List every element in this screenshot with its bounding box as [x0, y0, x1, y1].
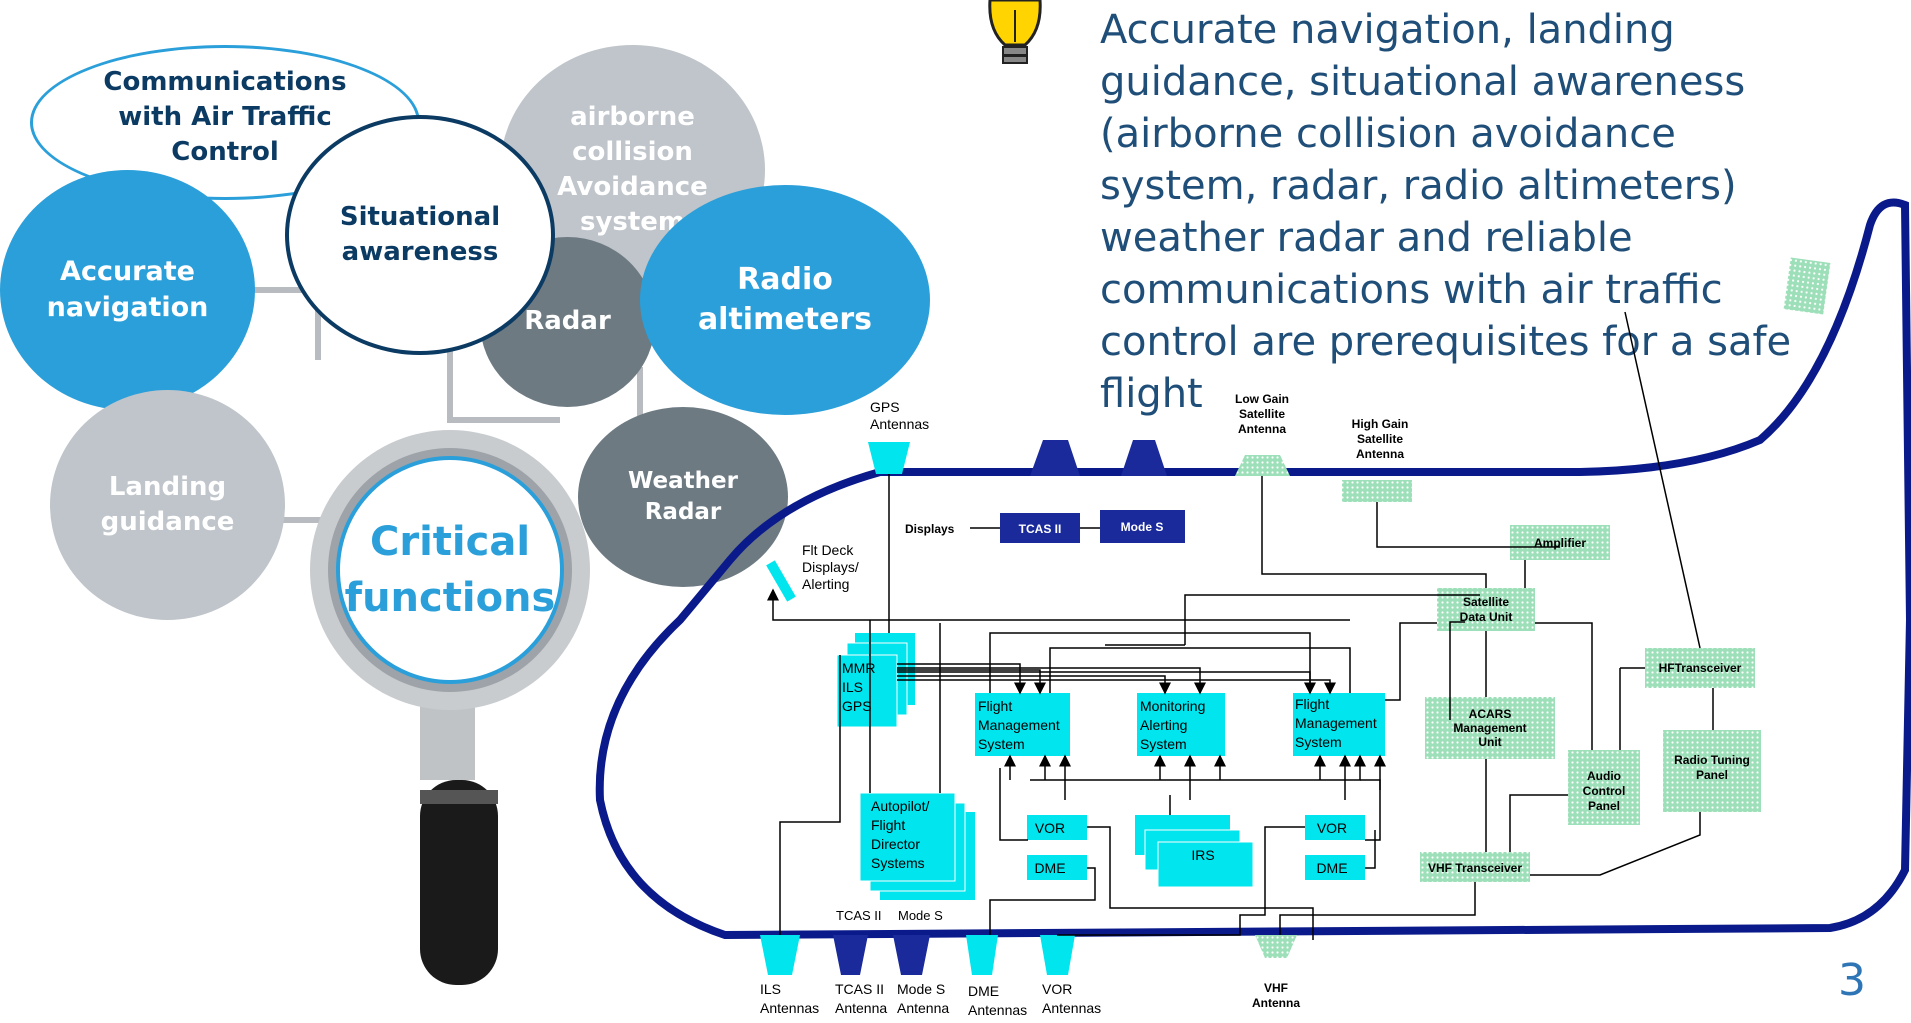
bubble-critical-label: Critical functions — [344, 519, 556, 621]
ils-antenna — [760, 935, 800, 975]
mode-s-label: Mode S — [1121, 520, 1164, 534]
vor-left-box — [1027, 815, 1087, 840]
dme-antenna — [966, 935, 998, 975]
vor-right-label: VOR — [1317, 820, 1347, 836]
bubble-accurate-label: Accurate navigation — [46, 255, 209, 323]
bubble-communications-label: Communications with Air Traffic Control — [103, 66, 347, 168]
magnifier-handle — [420, 780, 498, 985]
radio-tuning-box — [1663, 730, 1761, 812]
mmr-box — [836, 654, 898, 728]
bubble-landing: Landing guidance — [50, 390, 285, 620]
hf-transceiver-box — [1645, 648, 1755, 688]
tcas-top-antenna — [1030, 440, 1080, 476]
tcas-box — [1000, 513, 1080, 543]
mode-s-bottom-antenna — [893, 935, 930, 975]
tcas-bottom-antenna — [833, 935, 868, 975]
audio-control-box — [1568, 750, 1640, 825]
caption-text: Accurate navigation, landing guidance, s… — [1100, 7, 1792, 417]
bubble-landing-label: Landing guidance — [100, 471, 235, 537]
bubble-weather-label: Weather Radar — [628, 467, 738, 525]
page-number: 3 — [1838, 955, 1866, 1006]
bubble-situational-label: Situational awareness — [339, 201, 501, 267]
irs-box — [1157, 841, 1254, 888]
bubble-accurate: Accurate navigation — [0, 170, 255, 410]
monitoring-box — [1137, 693, 1225, 756]
acars-box — [1425, 697, 1555, 759]
autopilot-box — [859, 792, 956, 882]
vhf-transceiver-box — [1420, 852, 1530, 882]
tcas-label: TCAS II — [1019, 522, 1062, 536]
cluster-connectors — [250, 287, 643, 985]
displays-label: Displays — [905, 522, 955, 536]
high-gain-antenna — [1342, 480, 1412, 502]
hf-transceiver-label: HFTransceiver — [1659, 661, 1742, 675]
amplifier-box — [1510, 525, 1610, 560]
vhf-transceiver-label: VHF Transceiver — [1428, 861, 1522, 875]
bubble-radio-label: Radio altimeters — [697, 261, 873, 338]
fms-right-box — [1293, 693, 1385, 756]
dme-right-label: DME — [1316, 860, 1347, 876]
vor-left-label: VOR — [1035, 820, 1065, 836]
bubble-radar-label: Radar — [524, 306, 611, 337]
satellite-data-unit-box — [1437, 588, 1535, 631]
dme-left-label: DME — [1034, 860, 1065, 876]
lightbulb-icon — [988, 0, 1042, 64]
vor-antenna — [1040, 935, 1075, 975]
mode-s-box — [1100, 510, 1185, 543]
amplifier-label: Amplifier — [1534, 536, 1586, 550]
bubble-radio: Radio altimeters — [640, 185, 930, 415]
mode-s-top-antenna — [1121, 440, 1167, 476]
bubble-situational: Situational awareness — [285, 115, 555, 355]
bubble-critical: Critical functions — [344, 490, 556, 650]
fms-left-box — [975, 693, 1070, 756]
vhf-antenna — [1255, 935, 1297, 958]
low-gain-antenna — [1235, 455, 1290, 476]
gps-antenna — [868, 442, 910, 474]
dme-left-box — [1027, 855, 1087, 880]
bottom-tcas-label: TCAS II — [836, 908, 882, 923]
bubble-weather: Weather Radar — [578, 407, 788, 587]
vor-right-box — [1305, 815, 1365, 840]
dme-right-box — [1305, 855, 1365, 880]
bottom-mode-s-label: Mode S — [898, 908, 943, 923]
irs-label: IRS — [1191, 847, 1214, 863]
